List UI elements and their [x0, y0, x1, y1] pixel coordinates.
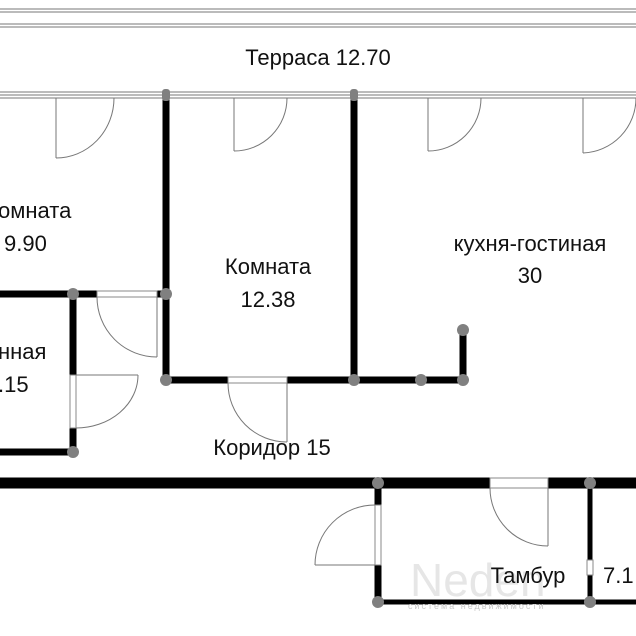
room1-name: омната	[0, 198, 72, 223]
wall-joints	[67, 89, 596, 608]
bathroom-area: .15	[0, 372, 29, 397]
facade-glazing	[0, 91, 636, 99]
terrace-railing	[0, 8, 636, 28]
vestibule-label: Тамбур	[491, 563, 566, 588]
watermark-logo: Neden	[410, 554, 546, 606]
watermark-tagline: система недвижимости	[408, 601, 545, 611]
bathroom-name: нная	[0, 339, 46, 364]
room1-area: 9.90	[4, 231, 47, 256]
kitchen-name: кухня-гостиная	[454, 231, 607, 256]
room2-area: 12.38	[240, 287, 295, 312]
doors	[55, 97, 636, 576]
right-room-area: 7.1	[603, 563, 634, 588]
corridor-label: Коридор 15	[213, 435, 330, 460]
terrace-label: Терраса 12.70	[245, 45, 391, 70]
room2-name: Комната	[225, 254, 312, 279]
kitchen-area: 30	[518, 263, 542, 288]
walls	[0, 96, 636, 605]
